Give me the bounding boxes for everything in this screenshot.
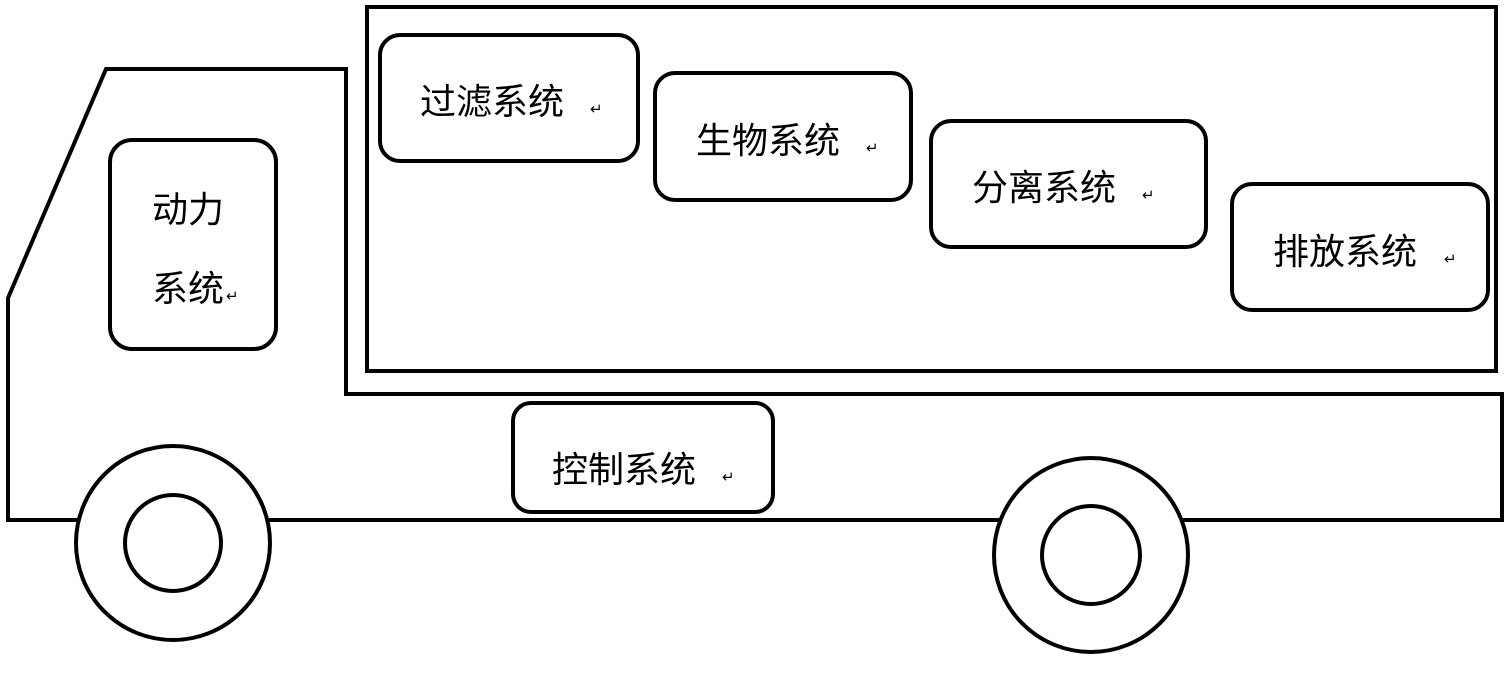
separation-system-box: 分离系统 ↵ — [929, 119, 1208, 249]
power-system-label-line1: 动力 — [152, 190, 224, 231]
discharge-system-return-mark: ↵ — [1444, 250, 1457, 268]
separation-system-label: 分离系统 — [972, 168, 1116, 209]
filter-system-box: 过滤系统 ↵ — [378, 33, 640, 163]
filter-system-frame — [378, 33, 640, 163]
control-system-return-mark: ↵ — [722, 468, 735, 486]
control-system-label: 控制系统 — [552, 450, 696, 491]
discharge-system-box: 排放系统 ↵ — [1230, 182, 1490, 312]
cargo-container — [365, 5, 1498, 373]
biological-system-frame — [653, 71, 913, 202]
filter-system-return-mark: ↵ — [590, 100, 603, 118]
front-wheel — [74, 444, 272, 642]
rear-wheel — [992, 456, 1190, 654]
power-system-box: 动力 系统 ↵ — [108, 138, 278, 351]
biological-system-return-mark: ↵ — [866, 139, 879, 157]
control-system-box: 控制系统 ↵ — [511, 401, 775, 514]
biological-system-box: 生物系统 ↵ — [653, 71, 913, 202]
rear-wheel-hub — [1040, 504, 1142, 606]
filter-system-label: 过滤系统 — [420, 82, 564, 123]
separation-system-frame — [929, 119, 1208, 249]
discharge-system-frame — [1230, 182, 1490, 312]
biological-system-label: 生物系统 — [696, 121, 840, 162]
front-wheel-hub — [123, 493, 223, 593]
discharge-system-label: 排放系统 — [1273, 232, 1417, 273]
power-system-label-line2: 系统 — [152, 269, 224, 310]
control-system-frame — [511, 401, 775, 514]
power-system-return-mark: ↵ — [226, 287, 239, 305]
power-system-frame — [108, 138, 278, 351]
separation-system-return-mark: ↵ — [1142, 186, 1155, 204]
